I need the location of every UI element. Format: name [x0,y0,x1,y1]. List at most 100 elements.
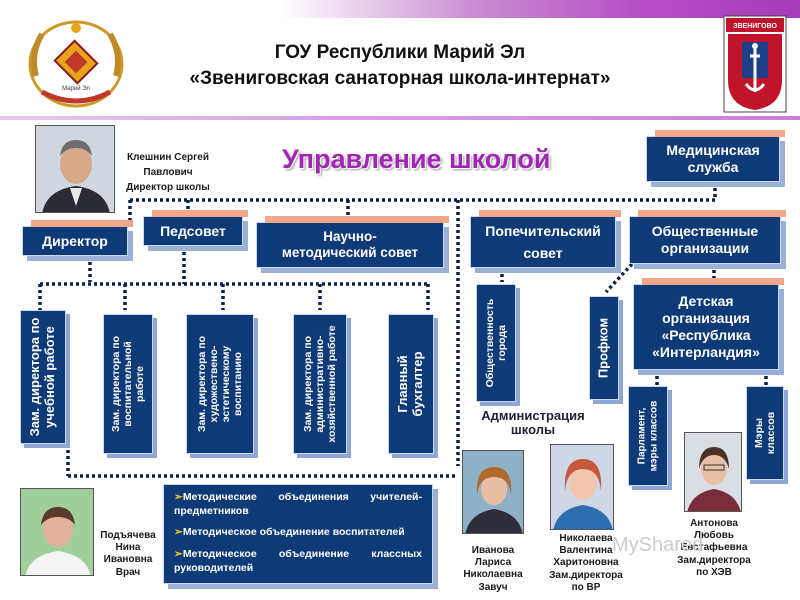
administration-label-1: Администрация [481,408,585,423]
deputy-vr-caption: Николаева Валентина Харитоновна Зам.дире… [538,533,634,594]
administration-label: Администрация школы [478,409,588,436]
chief-accountant-box: Главный бухгалтер [388,314,434,454]
doctor-photo [20,488,94,576]
deputy-art-label-2: художествено- [207,345,220,423]
children-org-label-1: Детская [678,293,734,310]
bullet-arrow-icon: ➢ [174,491,183,503]
trustee-council-box: Попечительский совет [470,210,621,268]
header-divider [0,116,800,120]
trustee-council-label-1: Попечительский [485,222,601,239]
methodical-item-class-teachers-text: Методическое объединение классных руково… [174,547,422,574]
deputy-upbringing-label-1: Зам. директора по [109,336,122,432]
deputy-hev-photo [684,432,742,512]
director-photo [35,125,115,213]
deputy-art-label-1: Зам. директора по [195,336,208,432]
deputy-hev-caption: Антонова Любовь Евстафьевна Зам.директор… [664,518,764,579]
deputy-admin-label-2: административно- [313,335,326,433]
doctor-name: Нина [115,542,141,554]
left-emblem: Марий Эл [28,20,124,108]
pedsovet-box: Педсовет [143,210,248,246]
head-teacher-surname: Иванова [471,545,515,556]
children-org-label-3: «Республика [661,327,751,343]
header-title-line1: ГОУ Республики Марий Эл [274,42,526,63]
children-org-label-4: «Интерландия» [652,343,760,360]
header-band [0,0,800,18]
medical-label-2: служба [687,159,739,175]
deputy-study-label-1: Зам. директора по [27,317,43,437]
administration-label-2: школы [510,421,556,437]
deputy-admin-label-3: хозяйственной работе [326,325,339,443]
head-teacher-photo [462,450,524,534]
right-emblem: ЗВЕНИГОВО [723,15,787,113]
public-city-label-2: города [496,325,508,361]
deputy-upbringing-label-2: воспитательной [121,341,134,427]
children-org-box: Детская организация «Республика «Интерла… [633,278,784,370]
science-council-label-1: Научно- [323,228,377,244]
deputy-art-box: Зам. директора по художествено- эстетиче… [186,314,254,454]
deputy-vr-surname: Николаева [559,533,613,544]
deputy-admin-label-1: Зам. директора по [301,336,314,433]
deputy-vr-patronymic: Харитоновна [553,557,619,569]
deputy-upbringing-box: Зам. директора по воспитательной работе [103,314,153,454]
deputy-upbringing-label-3: работе [134,366,147,402]
deputy-admin-box: Зам. директора по административно- хозяй… [293,314,347,454]
methodical-associations-list: ➢Методические объединения учителей-предм… [163,484,433,584]
methodical-item-educators-text: Методическое объединение воспитателей [182,526,405,539]
header-title-line2: «Звениговская санаторная школа-интернат» [189,68,611,89]
doctor-surname: Подъячева [100,530,156,541]
profkom-box: Профком [589,296,619,400]
mayors-label-2: классов [765,411,777,455]
svg-text:Марий Эл: Марий Эл [62,85,90,92]
deputy-hev-surname: Антонова [690,518,738,529]
director-caption: Клешнин Сергей Павлович Директор школы [118,150,218,195]
pedsovet-box-label: Педсовет [160,222,226,239]
parliament-box: Парламент, мэры классов [628,386,668,486]
deputy-vr-position-1: Зам.директора [549,569,623,581]
main-title: Управление школой [282,144,551,174]
director-box-label: Директор [42,232,108,249]
methodical-item-class-teachers: ➢Методическое объединение классных руков… [174,548,422,575]
mayors-box: Мэры классов [746,386,784,480]
chief-accountant-label-2: бухгалтер [410,351,425,417]
doctor-caption: Подъячева Нина Ивановна Врач [96,530,160,579]
bullet-arrow-icon: ➢ [174,547,183,560]
parliament-label-1: Парламент, [636,407,648,465]
public-orgs-label-1: Общественные [651,223,759,240]
public-orgs-box: Общественные организации [629,210,786,264]
methodical-item-educators: ➢Методическое объединение воспитателей [174,526,422,540]
public-orgs-label-2: организации [660,240,750,256]
children-org-label-2: организация [662,310,750,327]
watermark: MyShared [612,534,704,556]
head-teacher-patronymic: Николаевна [463,569,523,581]
director-name-patronymic: Павлович [143,167,193,178]
medical-label-1: Медицинская [666,142,760,159]
mayors-label-1: Мэры [752,418,765,448]
methodical-item-teachers: ➢Методические объединения учителей-предм… [174,491,422,518]
deputy-hev-position-1: Зам.директора [677,554,751,566]
trustee-council-label-2: совет [523,245,563,261]
methodical-item-teachers-text: Методические объединения учителей-предме… [174,491,422,517]
deputy-hev-patronymic: Евстафьевна [680,542,748,554]
director-position: Директор школы [126,182,210,193]
deputy-art-label-3: эстетическому [220,345,232,423]
doctor-patronymic: Ивановна [103,554,153,566]
medical-service-box: Медицинская служба [646,130,785,182]
director-name-first: Клешнин Сергей [127,152,209,163]
head-teacher-name: Лариса [474,557,512,569]
public-city-box: Общественность города [476,284,516,402]
deputy-hev-name: Любовь [693,530,734,542]
chief-accountant-label-1: Главный [395,355,411,413]
deputy-art-label-4: воспитанию [232,352,245,416]
science-council-label-2: методический совет [281,245,419,260]
deputy-study-label-2: учебной работе [42,326,57,428]
deputy-vr-position-2: по ВР [571,581,601,593]
deputy-study-box: Зам. директора по учебной работе [20,310,66,444]
svg-text:ЗВЕНИГОВО: ЗВЕНИГОВО [733,23,777,30]
head-teacher-caption: Иванова Лариса Николаевна Завуч [448,545,538,594]
deputy-vr-photo [550,444,614,530]
public-city-label-1: Общественность [483,298,496,388]
director-box: Директор [22,220,133,256]
science-council-box: Научно- методический совет [256,216,449,268]
head-teacher-position: Завуч [478,581,508,593]
